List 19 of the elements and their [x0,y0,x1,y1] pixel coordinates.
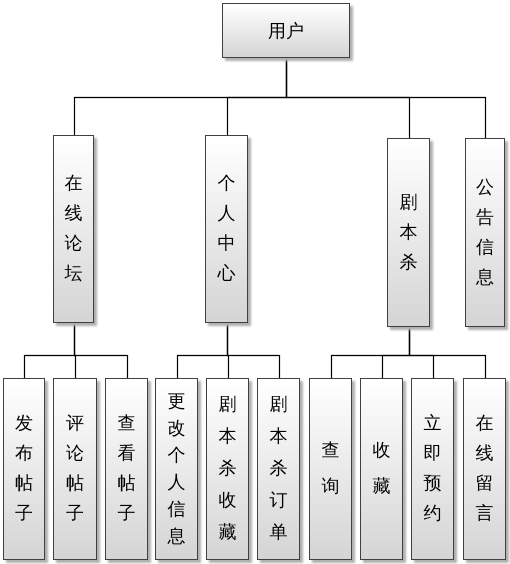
process-box: 评论帖子 [53,378,97,560]
process-box: 剧本杀 [387,138,430,327]
process-box: 更改个人信息 [155,378,198,560]
connector-line [74,323,128,378]
connector-line [408,327,486,378]
process-box: 查看帖子 [105,378,148,560]
connector-line [226,323,280,378]
connector-line [286,58,486,138]
process-box: 公告信息 [465,138,505,327]
process-box: 剧本杀收藏 [206,378,249,560]
process-box: 查询 [309,378,352,560]
process-box: 个人中心 [205,135,248,323]
process-box: 在线论坛 [53,135,94,323]
process-box: 剧本杀订单 [257,378,300,560]
process-box: 在线留言 [463,378,506,560]
process-box: 发布帖子 [3,378,45,560]
process-box: 用户 [222,3,350,58]
process-box: 收藏 [360,378,403,560]
process-box: 立即预约 [411,378,454,560]
